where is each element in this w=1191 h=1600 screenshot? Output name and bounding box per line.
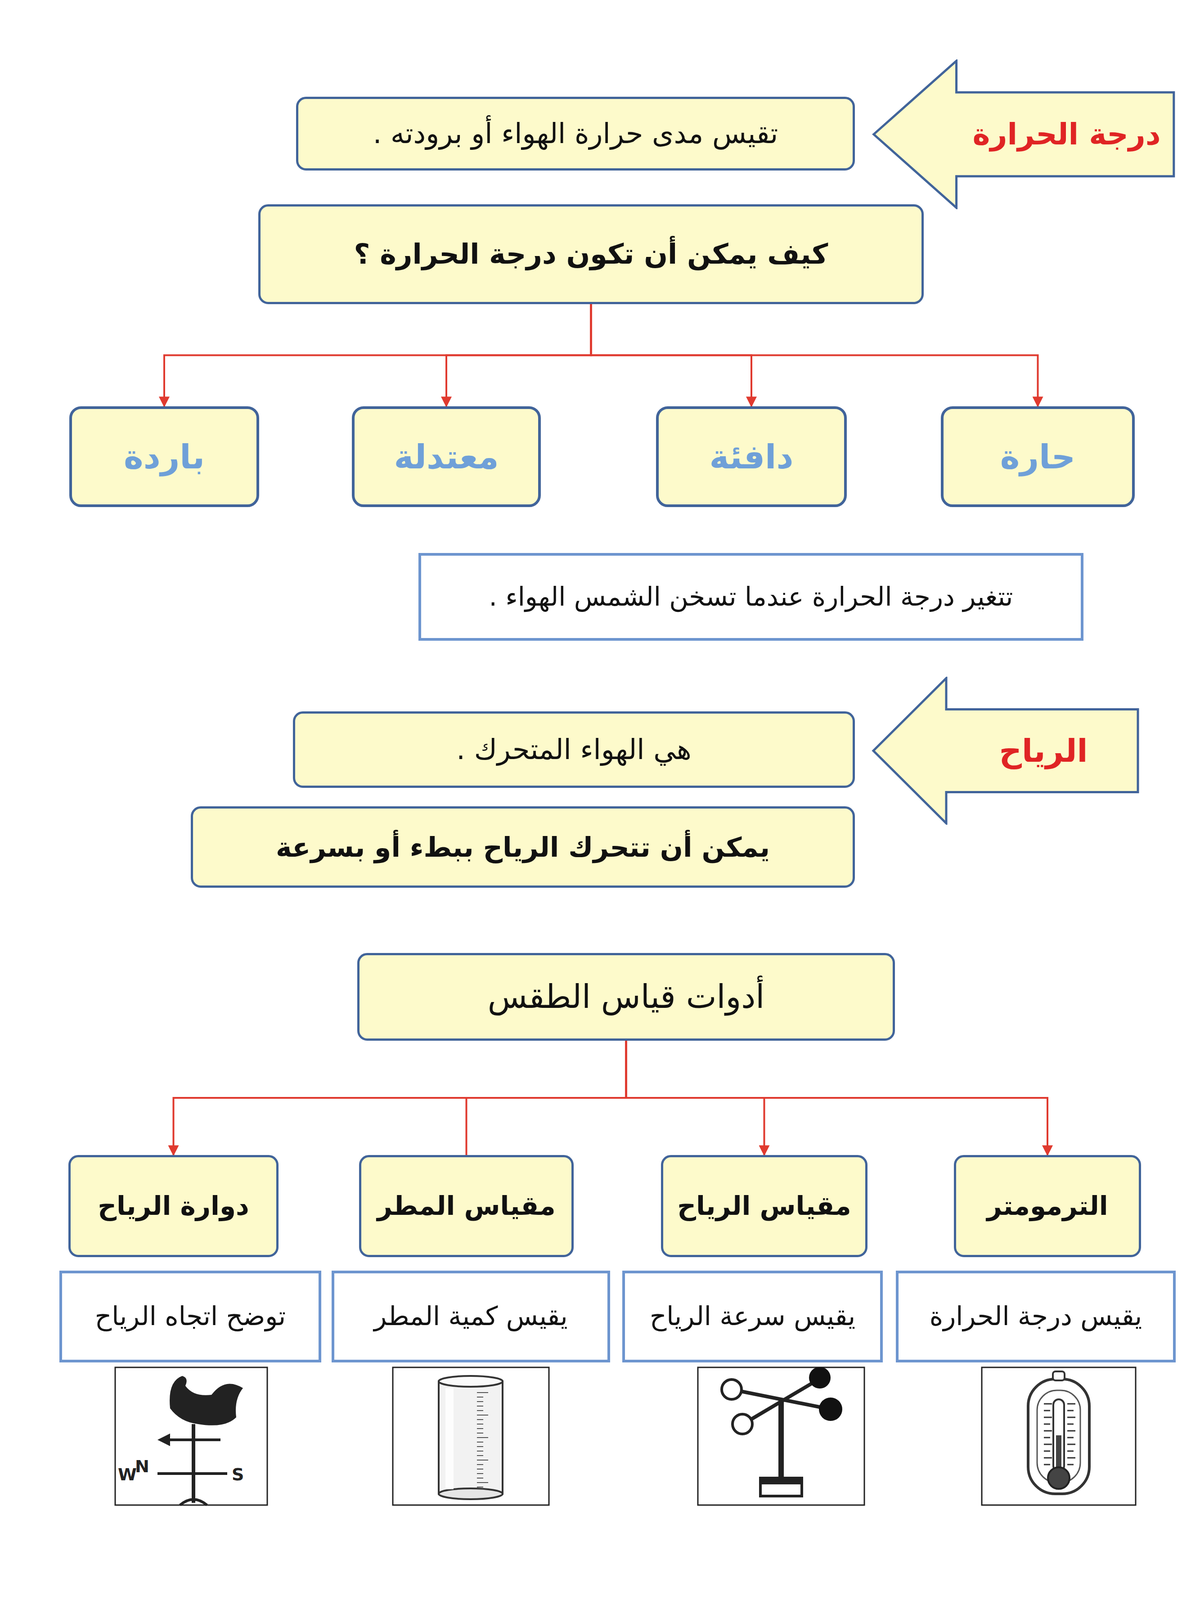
definition-box: هي الهواء المتحرك . <box>292 711 855 788</box>
connector-arrow <box>591 304 752 407</box>
tool-box: دوارة الرياح <box>68 1155 279 1258</box>
rain-gauge-picture <box>392 1367 549 1506</box>
compass-letter: W <box>117 1465 137 1484</box>
node-text: تتغير درجة الحرارة عندما تسخن الشمس الهو… <box>489 581 1014 613</box>
node-text: أدوات قياس الطقس <box>487 977 765 1016</box>
compass-letter: S <box>231 1465 244 1484</box>
node-text: الرياح <box>999 732 1088 770</box>
heading-box: أدوات قياس الطقس <box>357 952 895 1041</box>
node-text: مقياس المطر <box>377 1190 556 1223</box>
category-box: معتدلة <box>351 406 541 508</box>
connector-arrow <box>591 304 1039 407</box>
connector-arrow <box>173 1040 627 1156</box>
node-text: الترمومتر <box>986 1190 1108 1223</box>
node-text: دافئة <box>709 436 794 477</box>
definition-box: تقيس مدى حرارة الهواء أو برودته . <box>296 96 855 171</box>
question-box: كيف يمكن أن تكون درجة الحرارة ؟ <box>258 204 924 305</box>
node-text: يمكن أن تتحرك الرياح ببطء أو بسرعة <box>275 831 770 864</box>
node-text: يقيس سرعة الرياح <box>649 1300 856 1333</box>
description-box: يقيس كمية المطر <box>331 1270 611 1363</box>
connector-arrow <box>164 304 592 407</box>
node-text: باردة <box>123 436 205 477</box>
category-box: دافئة <box>656 406 847 508</box>
description-box: يقيس سرعة الرياح <box>622 1270 883 1363</box>
topic-arrow: الرياح <box>870 676 1141 825</box>
tool-box: مقياس المطر <box>359 1155 574 1258</box>
connector-arrow <box>626 1040 765 1156</box>
compass-letter: N <box>134 1457 150 1475</box>
node-text: مقياس الرياح <box>677 1190 851 1223</box>
node-text: معتدلة <box>393 436 499 477</box>
connector-arrow <box>626 1040 1048 1156</box>
weather-vane-picture <box>115 1367 268 1506</box>
note-box: تتغير درجة الحرارة عندما تسخن الشمس الهو… <box>418 552 1084 641</box>
tool-box: الترمومتر <box>953 1155 1142 1258</box>
node-text: كيف يمكن أن تكون درجة الحرارة ؟ <box>354 237 829 271</box>
node-text: هي الهواء المتحرك . <box>456 732 692 767</box>
node-text: يقيس درجة الحرارة <box>929 1300 1142 1333</box>
thermometer-picture <box>981 1367 1136 1506</box>
node-text: حارة <box>1000 436 1076 477</box>
category-box: حارة <box>940 406 1135 508</box>
tool-box: مقياس الرياح <box>660 1155 868 1258</box>
node-text: توضح اتجاه الرياح <box>94 1300 286 1333</box>
description-box: يقيس درجة الحرارة <box>895 1270 1176 1363</box>
fact-box: يمكن أن تتحرك الرياح ببطء أو بسرعة <box>190 806 855 888</box>
node-text: دوارة الرياح <box>97 1190 250 1223</box>
node-text: تقيس مدى حرارة الهواء أو برودته . <box>373 116 779 151</box>
node-text: يقيس كمية المطر <box>373 1300 568 1333</box>
description-box: توضح اتجاه الرياح <box>59 1270 322 1363</box>
anemometer-picture <box>697 1366 865 1506</box>
topic-arrow: درجة الحرارة <box>870 59 1178 210</box>
node-text: درجة الحرارة <box>972 116 1161 153</box>
category-box: باردة <box>69 406 260 508</box>
